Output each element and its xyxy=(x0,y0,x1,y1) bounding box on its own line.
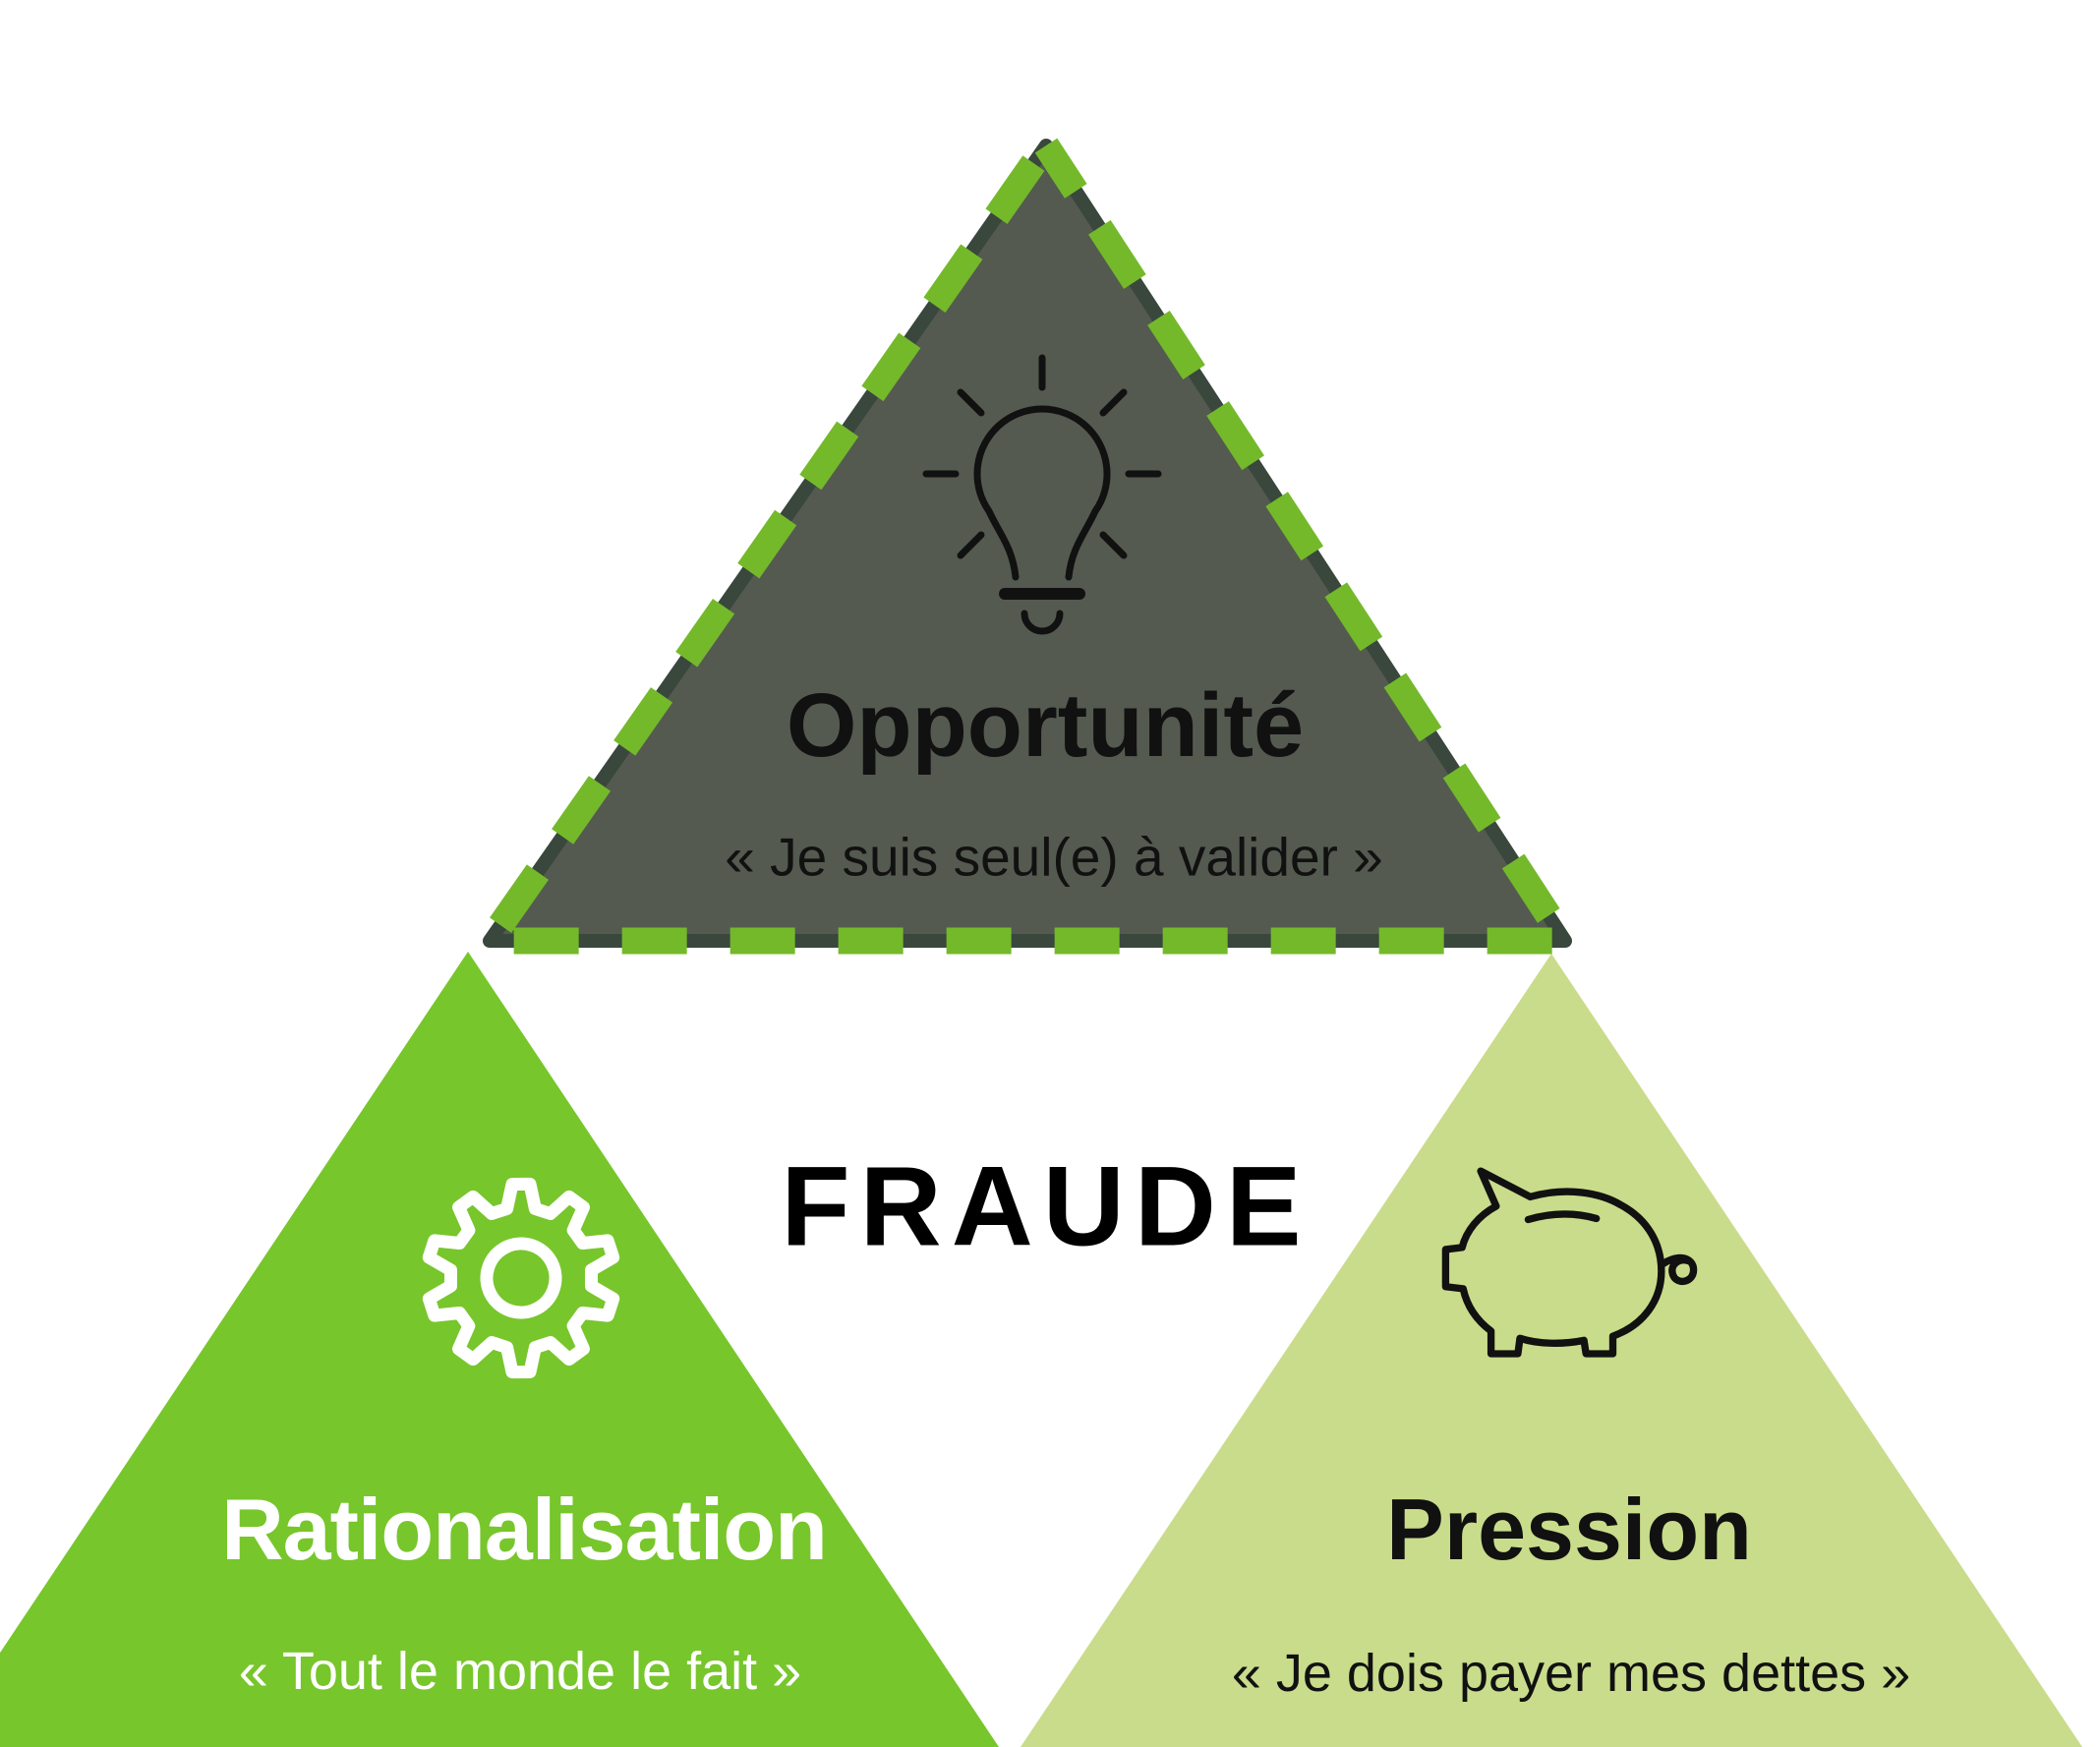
dashed-border xyxy=(476,132,1579,955)
piggy-bank-icon xyxy=(1441,1167,1698,1358)
pression-triangle xyxy=(1021,954,2082,1747)
pression-quote: « Je dois payer mes dettes » xyxy=(1231,1644,1911,1703)
opportunite-quote: « Je suis seul(e) à valider » xyxy=(725,826,1383,888)
pression-label: Pression xyxy=(1386,1481,1752,1578)
gear-icon xyxy=(422,1177,620,1379)
opportunite-label: Opportunité xyxy=(786,675,1305,776)
fraude-center-label: FRAUDE xyxy=(781,1143,1312,1270)
opportunite-triangle xyxy=(483,139,1572,948)
rationalisation-quote: « Tout le monde le fait » xyxy=(238,1642,802,1701)
lightbulb-icon xyxy=(922,354,1162,635)
rationalisation-label: Rationalisation xyxy=(221,1481,828,1578)
